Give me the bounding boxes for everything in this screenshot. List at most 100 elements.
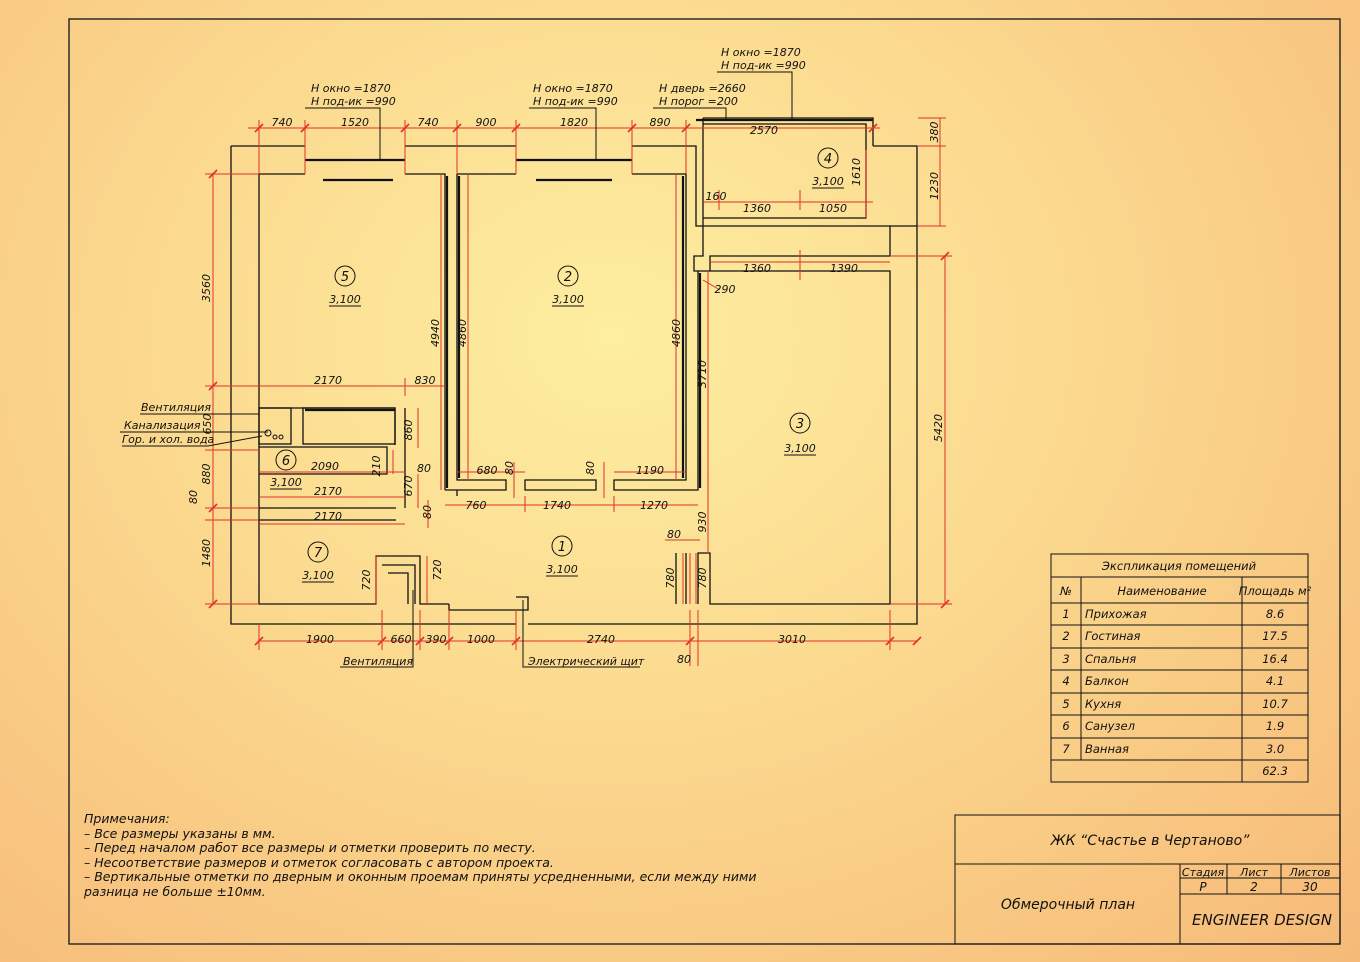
- explication-row-name: Кухня: [1085, 697, 1121, 711]
- dim-kitchen-1: 2170: [314, 374, 342, 387]
- explication-table: [1050, 553, 1309, 783]
- explication-row-num: 6: [1062, 719, 1069, 733]
- living-window-h2: H под-ик =990: [533, 95, 618, 108]
- note-item: разница не больше ±10мм.: [84, 883, 266, 899]
- dim-corr-8: 80: [667, 528, 681, 541]
- dim-bedroom-2: 1390: [830, 262, 858, 275]
- room-5-level: 3,100: [329, 293, 361, 306]
- explication-row-name: Санузел: [1085, 719, 1136, 733]
- room-6-level: 3,100: [270, 476, 302, 489]
- notes-title: Примечания:: [84, 811, 170, 826]
- height-annotations: H окно =1870 H под-ик =990 H окно =1870 …: [311, 46, 806, 108]
- dimension-values: 740 1520 740 900 1820 890 2570 160 1360 …: [187, 116, 945, 666]
- dim-top-6: 890: [650, 116, 671, 129]
- dim-left-3: 80: [187, 490, 200, 504]
- room-6-marker: 6 3,100: [270, 449, 302, 490]
- room-6-number: 6: [282, 454, 290, 469]
- dim-v-9: 780: [664, 568, 677, 589]
- company-name: ENGINEER DESIGN: [1192, 911, 1332, 929]
- dim-corr-5: 760: [466, 499, 487, 512]
- explication-row-area: 17.5: [1262, 629, 1288, 643]
- explication-row-name: Спальня: [1085, 652, 1136, 666]
- note-item: – Перед началом работ все размеры и отме…: [84, 840, 536, 856]
- dim-bath-4: 2170: [314, 485, 342, 498]
- dim-balcony-5: 380: [928, 122, 941, 143]
- sheets-value: 30: [1302, 880, 1318, 894]
- explication-row-num: 1: [1062, 607, 1069, 621]
- dim-corr-3: 80: [584, 461, 597, 475]
- dim-v-12: 720: [431, 560, 444, 581]
- dimension-lines: [205, 117, 952, 666]
- dim-bedroom-1: 1360: [743, 262, 771, 275]
- note-item: – Все размеры указаны в мм.: [84, 825, 276, 841]
- room-markers: 1 3,100 2 3,100 3 3,100 4 3,100 5 3,100: [270, 147, 844, 583]
- kitchen-window-h2: H под-ик =990: [311, 95, 396, 108]
- dim-v-10: 780: [696, 568, 709, 589]
- explication-row-name: Прихожая: [1085, 607, 1147, 621]
- label-ventilation-bottom: Вентиляция: [343, 655, 413, 668]
- dim-v-2: 4860: [456, 319, 469, 347]
- dim-top-1: 740: [272, 116, 293, 129]
- dim-corr-4: 1190: [636, 464, 664, 477]
- dim-top-5: 1820: [560, 116, 588, 129]
- note-item: – Вертикальные отметки по дверным и окон…: [84, 869, 757, 885]
- explication-row-num: 5: [1062, 697, 1069, 711]
- balcony-door-h2: H порог =200: [659, 95, 738, 108]
- explication-row-area: 10.7: [1262, 697, 1288, 711]
- room-2-level: 3,100: [552, 293, 584, 306]
- stage-label: Стадия: [1182, 866, 1225, 879]
- sheets-label: Листов: [1288, 866, 1330, 879]
- room-7-level: 3,100: [302, 569, 334, 582]
- dim-bottom-7: 80: [677, 653, 691, 666]
- notes-block: Примечания: – Все размеры указаны в мм. …: [84, 811, 784, 900]
- room-2-marker: 2 3,100: [552, 265, 584, 307]
- room-4-number: 4: [824, 152, 832, 167]
- room-5-marker: 5 3,100: [329, 265, 361, 307]
- title-block: [954, 814, 1341, 945]
- explication-row-area: 8.6: [1266, 607, 1284, 621]
- label-electric-panel: Электрический щит: [527, 655, 645, 668]
- dim-corr-2: 80: [503, 461, 516, 475]
- explication-row-name: Ванная: [1085, 742, 1129, 756]
- dim-left-2: 880: [200, 464, 213, 485]
- dim-v-4: 3710: [696, 360, 709, 388]
- explication-total: 62.3: [1262, 764, 1288, 778]
- room-3-marker: 3 3,100: [784, 412, 816, 456]
- explication-row-area: 3.0: [1266, 742, 1284, 756]
- dim-left-4: 1480: [200, 539, 213, 567]
- dim-v-7: 80: [421, 505, 434, 519]
- dim-bottom-6: 3010: [778, 633, 806, 646]
- dim-v-11: 720: [360, 570, 373, 591]
- dim-top-3: 740: [418, 116, 439, 129]
- dim-bath-1: 2090: [311, 460, 339, 473]
- callouts: Вентиляция Канализация Гор. и хол. вода …: [120, 401, 645, 668]
- dim-left-1: 3560: [200, 274, 213, 302]
- room-7-number: 7: [314, 546, 323, 561]
- explication-row-num: 2: [1062, 629, 1069, 643]
- sheet-value: 2: [1250, 880, 1258, 894]
- explication-row-num: 4: [1062, 674, 1069, 688]
- explication-header-num: №: [1059, 584, 1072, 598]
- explication-text: Экспликация помещений № Наименование Пло…: [1059, 559, 1312, 778]
- sheet-label: Лист: [1239, 866, 1268, 879]
- explication-header-name: Наименование: [1117, 584, 1206, 598]
- sheet-title: Обмерочный план: [1001, 897, 1135, 913]
- living-window-h1: H окно =1870: [533, 82, 613, 95]
- stage-value: Р: [1199, 880, 1207, 894]
- explication-row-area: 16.4: [1262, 652, 1288, 666]
- balcony-window-h2: H под-ик =990: [721, 59, 806, 72]
- explication-row-name: Гостиная: [1085, 629, 1141, 643]
- dim-v-8: 930: [696, 512, 709, 533]
- note-item: – Несоответствие размеров и отметок согл…: [84, 854, 554, 870]
- dim-left-5: 650: [201, 414, 214, 435]
- dim-balcony-1: 160: [706, 190, 727, 203]
- dim-top-7: 2570: [750, 124, 778, 137]
- room-7-marker: 7 3,100: [302, 541, 334, 583]
- dim-balcony-6: 1230: [928, 172, 941, 200]
- room-4-level: 3,100: [812, 175, 844, 188]
- kitchen-window-h1: H окно =1870: [311, 82, 391, 95]
- dim-bottom-2: 660: [391, 633, 412, 646]
- dim-kitchen-2: 830: [415, 374, 436, 387]
- walls: [230, 117, 918, 625]
